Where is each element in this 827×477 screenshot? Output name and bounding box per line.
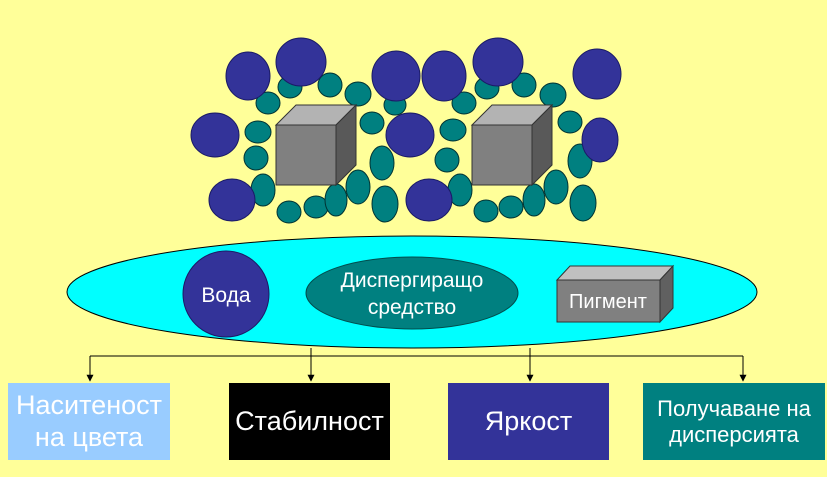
result-box-saturation: Наситеност на цвета [8, 383, 170, 460]
water-molecule-icon [572, 48, 622, 100]
dispersant-ellipse-icon [305, 256, 519, 330]
water-molecule-icon [405, 178, 453, 222]
dispersant-molecule [276, 200, 302, 224]
water-molecule-icon [581, 117, 619, 163]
water-molecules [190, 37, 622, 222]
dispersant-molecule [244, 120, 272, 144]
water-label: Вода [201, 284, 250, 307]
result-label: Яркост [484, 405, 573, 436]
dispersant-molecule [317, 72, 343, 98]
dispersant-label-line2: средство [368, 296, 456, 319]
pigment-box-icon [555, 264, 675, 324]
result-label: Получаване на [657, 396, 811, 422]
result-box-stability: Стабилност [229, 383, 390, 460]
water-circle-icon [182, 250, 270, 338]
dispersant-molecule [434, 147, 460, 173]
result-box-brightness: Яркост [448, 383, 609, 460]
dispersant-molecule [371, 185, 399, 223]
dispersant-label-line1: Диспергиращо [341, 269, 484, 292]
dispersant-molecule [522, 183, 546, 217]
dispersant-molecule [324, 183, 348, 217]
connector-tree [86, 348, 747, 382]
dispersant-molecule [243, 145, 269, 171]
water-molecule-icon [275, 37, 327, 87]
dispersant-molecule [473, 199, 499, 223]
water-molecule-icon [225, 51, 271, 101]
dispersant-molecule [498, 195, 524, 219]
result-label: Стабилност [235, 405, 384, 436]
dispersant-molecule [539, 82, 567, 108]
water-molecule-icon [208, 178, 256, 222]
water-molecule-icon [421, 50, 467, 102]
dispersant-molecule [369, 145, 395, 181]
result-label: Наситеност [16, 390, 162, 421]
dispersant-molecule [439, 118, 467, 142]
water-molecule-icon [472, 37, 524, 87]
dispersant-molecules [243, 72, 597, 224]
pigment-cube-icon [274, 103, 358, 187]
dispersant-molecule [303, 195, 329, 219]
dispersant-molecule [543, 169, 569, 205]
water-molecule-icon [371, 50, 421, 102]
dispersant-molecule [511, 72, 537, 98]
pigment-cube-icon [470, 103, 554, 187]
dispersant-molecule [557, 110, 583, 134]
water-molecule-icon [385, 112, 435, 158]
water-molecule-icon [190, 112, 240, 158]
dispersant-molecule [359, 111, 385, 135]
dispersant-molecule [569, 184, 597, 222]
dispersant-molecule [344, 81, 372, 107]
result-label: на цвета [34, 421, 144, 452]
pigment-label: Пигмент [569, 291, 647, 313]
dispersant-molecule [345, 169, 371, 205]
dispersant-molecule [451, 91, 477, 115]
dispersant-molecule [255, 91, 281, 115]
result-box-dispersion: Получаване на дисперсията [643, 383, 825, 460]
result-label: дисперсията [669, 421, 799, 447]
